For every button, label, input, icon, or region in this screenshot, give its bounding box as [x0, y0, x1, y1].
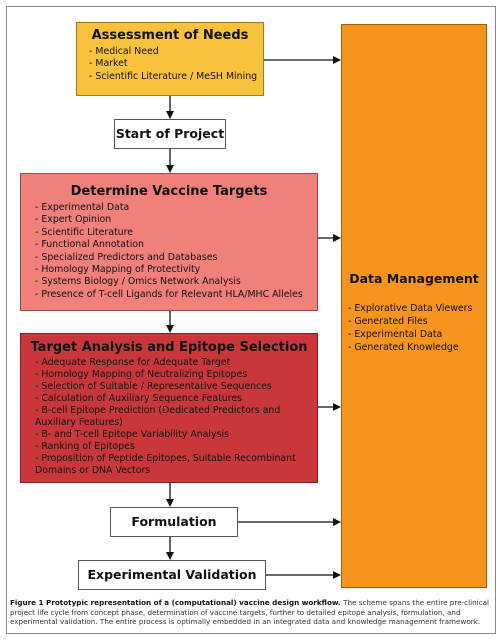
start-of-project-box: Start of Project [114, 119, 226, 149]
list-item: - Scientific Literature [35, 226, 134, 238]
list-item: - B-cell Epitope Prediction (Dedicated P… [35, 405, 281, 428]
needs-title: Assessment of Needs [91, 28, 249, 43]
target-analysis-box: Target Analysis and Epitope Selection - … [20, 333, 318, 483]
list-item: - Adequate Response for Adequate Target [35, 357, 231, 368]
formulation-box: Formulation [110, 507, 238, 537]
needs-list: - Medical Need - Market - Scientific Lit… [89, 46, 263, 83]
list-item: - Presence of T-cell Ligands for Relevan… [35, 288, 303, 300]
list-item: - Specialized Predictors and Databases [35, 251, 218, 263]
experimental-validation-box: Experimental Validation [78, 560, 266, 590]
figure-frame [6, 6, 496, 634]
figure-caption: Figure 1 Prototypic representation of a … [10, 598, 494, 627]
list-item: - Systems Biology / Omics Network Analys… [35, 276, 241, 288]
assessment-of-needs-box: Assessment of Needs - Medical Need - Mar… [76, 22, 264, 96]
list-item: - Generated Knowledge [348, 342, 459, 353]
caption-text: The scheme spans the entire pre-clinical… [10, 598, 490, 627]
datamgmt-list: - Explorative Data Viewers - Generated F… [348, 302, 486, 354]
list-item: - Market [89, 58, 128, 70]
list-item: - Proposition of Peptide Epitopes, Suita… [35, 453, 296, 476]
list-item: - Homology Mapping of Protectivity [35, 264, 201, 276]
targets-list: - Experimental Data - Expert Opinion - S… [35, 202, 317, 301]
list-item: - Explorative Data Viewers [348, 303, 473, 314]
list-item: - Scientific Literature / MeSH Mining [89, 70, 258, 82]
validation-title: Experimental Validation [87, 567, 257, 582]
list-item: - Homology Mapping of Neutralizing Epito… [35, 369, 248, 380]
list-item: - Expert Opinion [35, 214, 112, 226]
determine-vaccine-targets-box: Determine Vaccine Targets - Experimental… [20, 173, 318, 311]
analysis-title: Target Analysis and Epitope Selection [30, 340, 308, 355]
list-item: - B- and T-cell Epitope Variability Anal… [35, 429, 229, 440]
analysis-list: - Adequate Response for Adequate Target … [35, 357, 317, 477]
list-item: - Experimental Data [348, 329, 443, 340]
data-management-box: Data Management - Explorative Data Viewe… [341, 24, 487, 588]
datamgmt-title: Data Management [349, 271, 479, 286]
list-item: - Experimental Data [35, 202, 130, 213]
caption-label: Figure 1 Prototypic representation of a … [10, 598, 341, 607]
list-item: - Functional Annotation [35, 239, 144, 251]
formulation-title: Formulation [131, 514, 217, 529]
list-item: - Medical Need [89, 46, 159, 57]
list-item: - Generated Files [348, 316, 428, 327]
list-item: - Ranking of Epitopes [35, 441, 135, 452]
list-item: - Selection of Suitable / Representative… [35, 381, 272, 392]
start-title: Start of Project [115, 126, 225, 141]
targets-title: Determine Vaccine Targets [70, 184, 268, 199]
list-item: - Calculation of Auxiliary Sequence Feat… [35, 393, 243, 404]
